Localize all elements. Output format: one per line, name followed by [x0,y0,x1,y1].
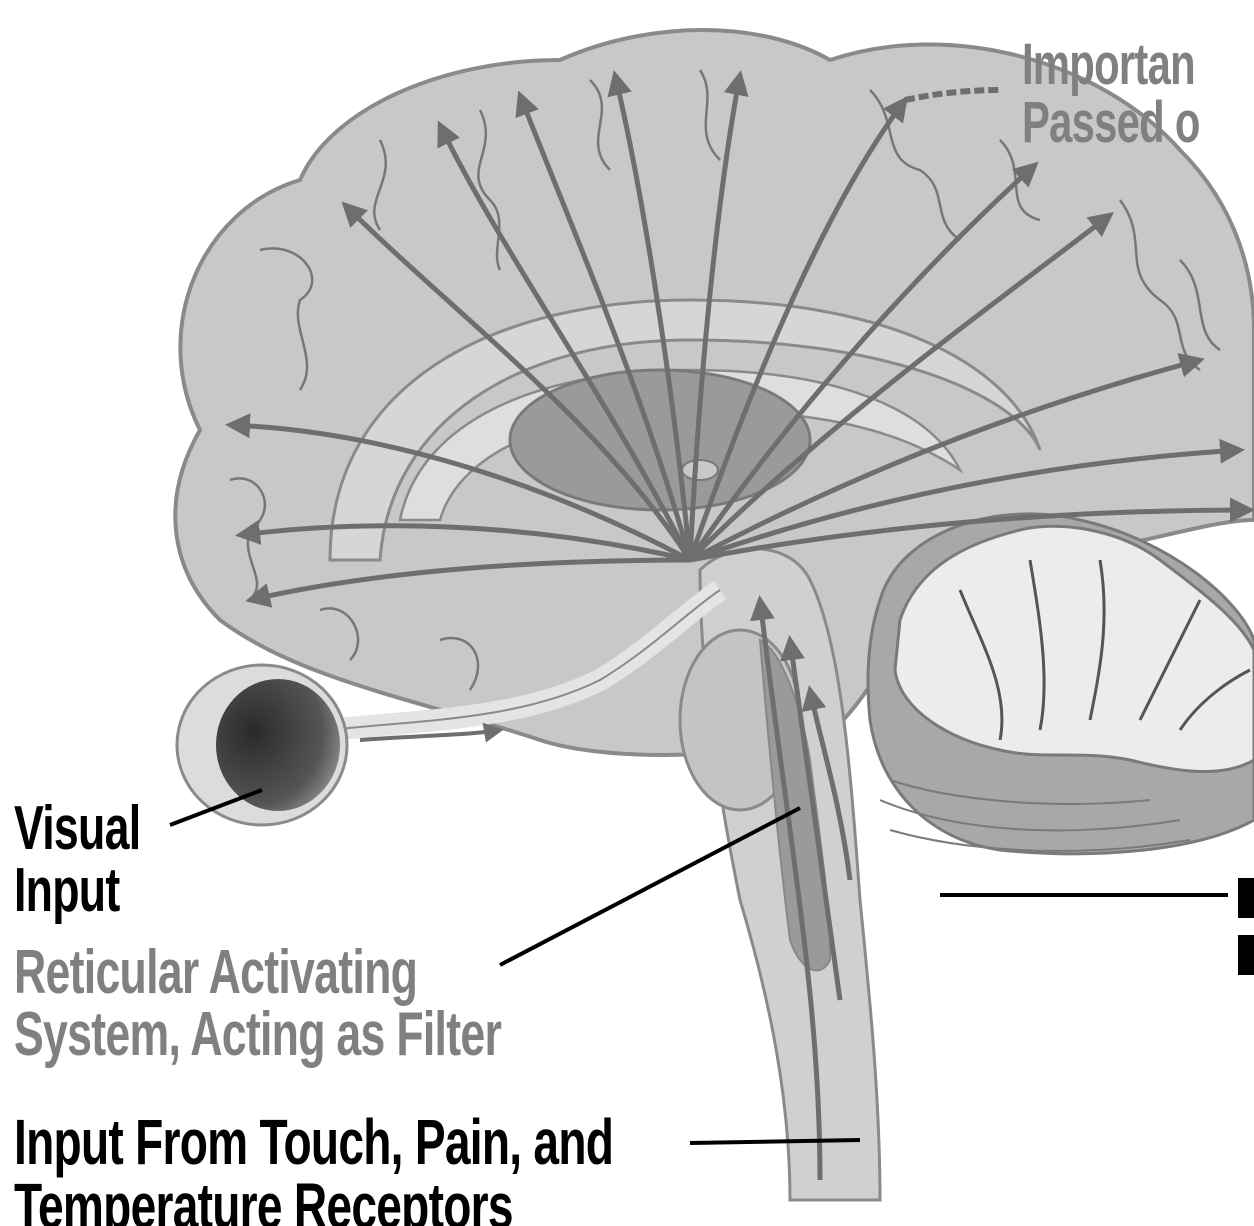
label-touch-input: Input From Touch, Pain, and Temperature … [14,1110,613,1226]
label-reticular-activating-system: Reticular Activating System, Acting as F… [14,942,501,1066]
label-top-right-line1: Importan [1022,36,1200,94]
label-top-right-line2: Passed o [1022,94,1200,152]
label-touch-line2: Temperature Receptors [14,1174,613,1226]
label-visual-input-line2: Input [14,860,140,922]
label-ras-line1: Reticular Activating [14,942,501,1004]
label-top-right: Importan Passed o [1022,36,1200,152]
label-ras-line2: System, Acting as Filter [14,1004,501,1066]
label-touch-line1: Input From Touch, Pain, and [14,1110,613,1174]
cutoff-label-mark-2 [1238,935,1254,975]
cutoff-label-mark-1 [1238,878,1254,918]
label-visual-input: Visual Input [14,798,140,922]
label-visual-input-line1: Visual [14,798,140,860]
